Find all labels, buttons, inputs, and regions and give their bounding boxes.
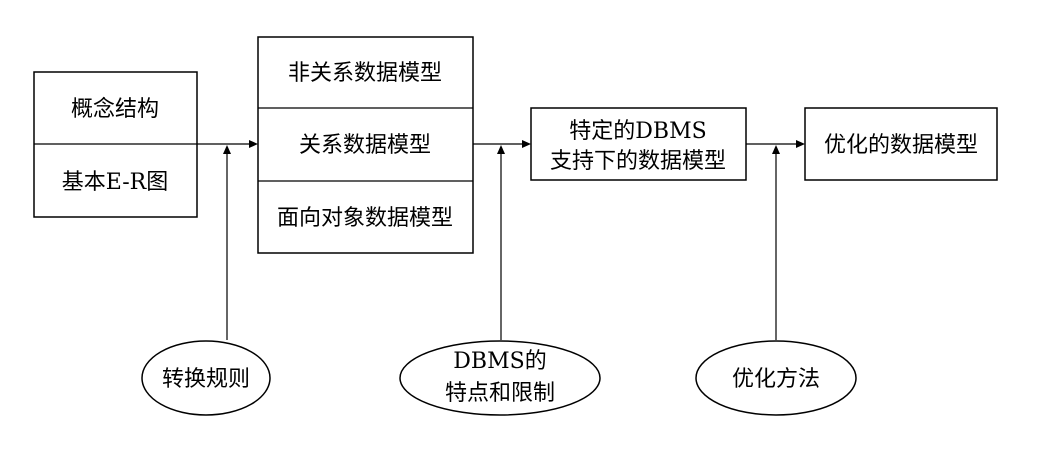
conversion-rules-label: 转换规则 xyxy=(162,367,250,392)
object-oriented-model-label: 面向对象数据模型 xyxy=(277,206,453,231)
dbms-traits-ellipse: DBMS的 特点和限制 xyxy=(399,340,601,416)
non-relational-model-label: 非关系数据模型 xyxy=(288,61,442,86)
optimized-data-model-box: 优化的数据模型 xyxy=(804,107,998,181)
concept-structure-label: 概念结构 xyxy=(71,97,159,122)
arrowhead-right-2 xyxy=(522,140,531,148)
dbms-data-model-box: 特定的DBMS 支持下的数据模型 xyxy=(530,107,747,181)
basic-er-diagram-label: 基本E-R图 xyxy=(62,170,168,195)
dbms-traits-line1: DBMS的 xyxy=(453,349,546,374)
dbms-traits-line2: 特点和限制 xyxy=(445,381,555,406)
arrowhead-up-2 xyxy=(497,145,505,154)
arrowhead-up-1 xyxy=(223,145,231,154)
optimization-methods-label: 优化方法 xyxy=(732,367,820,392)
concept-structure-box: 概念结构 基本E-R图 xyxy=(33,71,198,218)
optimization-methods-ellipse: 优化方法 xyxy=(695,340,857,416)
arrowhead-right-1 xyxy=(249,140,258,148)
relational-model-label: 关系数据模型 xyxy=(299,133,431,158)
arrowhead-up-3 xyxy=(772,145,780,154)
arrow-concept-to-models xyxy=(197,140,258,148)
dbms-model-line1: 特定的DBMS xyxy=(569,119,706,144)
conversion-rules-ellipse: 转换规则 xyxy=(141,340,271,416)
arrow-models-to-dbms xyxy=(473,140,531,148)
arrow-dbms-to-optimized xyxy=(746,140,805,148)
data-model-stack: 非关系数据模型 关系数据模型 面向对象数据模型 xyxy=(257,36,474,254)
arrowhead-right-3 xyxy=(796,140,805,148)
dbms-model-line2: 支持下的数据模型 xyxy=(550,149,726,174)
arrow-traits-up xyxy=(497,145,505,340)
arrow-rules-up xyxy=(223,145,231,340)
arrow-methods-up xyxy=(772,145,780,340)
optimized-model-label: 优化的数据模型 xyxy=(824,133,978,158)
